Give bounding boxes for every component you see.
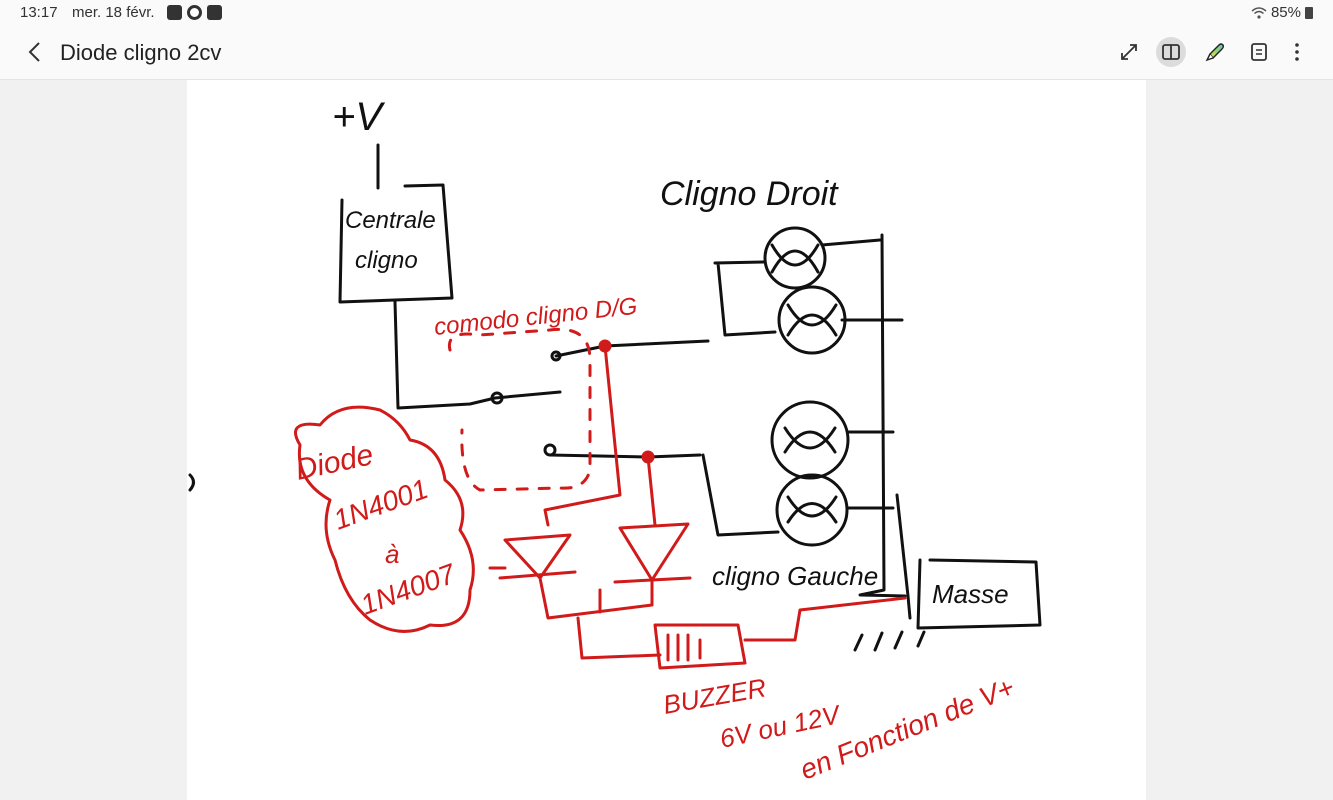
notification-app-icon (167, 5, 182, 20)
status-right: 85% (1251, 4, 1313, 21)
cligno-label: cligno (355, 247, 418, 274)
diode-note-outline (294, 405, 475, 633)
wifi-icon (1251, 7, 1267, 19)
cligno-droit-label: Cligno Droit (660, 175, 839, 213)
notification-gallery-icon (207, 5, 222, 20)
pen-button[interactable] (1200, 37, 1230, 67)
centrale-box (338, 183, 454, 304)
lamp-icon (775, 473, 849, 547)
black-ink (188, 143, 1042, 652)
book-icon (1162, 44, 1180, 60)
diode-symbol (488, 533, 577, 580)
status-date: mer. 18 févr. (72, 4, 155, 21)
note-canvas[interactable] (187, 80, 1146, 800)
chevron-left-icon (28, 42, 40, 62)
status-time: 13:17 (20, 4, 58, 21)
diode-ref-2: 1N4007 (356, 557, 460, 620)
reading-mode-button[interactable] (1156, 37, 1186, 67)
lamp-icon (770, 400, 850, 480)
expand-icon (1121, 44, 1137, 60)
masse-box (916, 558, 1042, 630)
more-options-button[interactable] (1282, 37, 1312, 67)
buzzer-label: BUZZER (661, 672, 769, 720)
diode-label: Diode (293, 438, 377, 487)
notification-record-icon (187, 5, 202, 20)
diode-a-label: à (385, 539, 399, 569)
pen-icon (1205, 43, 1225, 62)
fullscreen-button[interactable] (1114, 37, 1144, 67)
page-view-button[interactable] (1244, 37, 1274, 67)
centrale-label: Centrale (345, 207, 436, 234)
buzzer-box (653, 623, 747, 670)
masse-label: Masse (932, 579, 1009, 609)
red-ink (294, 327, 907, 670)
comodo-label: comodo cligno D/G (433, 293, 639, 341)
diode-symbol (613, 522, 692, 584)
status-bar: 13:17 mer. 18 févr. 85% (0, 0, 1333, 26)
battery-percent: 85% (1270, 4, 1301, 21)
note-title: Diode cligno 2cv (60, 40, 222, 65)
battery-icon (1305, 6, 1313, 19)
back-button[interactable] (22, 38, 48, 66)
black-labels: +V Centrale cligno Cligno Droit cligno G… (332, 95, 1009, 609)
more-vertical-icon (1295, 43, 1299, 61)
lamp-icon (777, 285, 847, 355)
plus-v-label: +V (332, 95, 385, 139)
lamp-icon (763, 226, 827, 290)
red-labels: comodo cligno D/G Diode 1N4001 à 1N4007 … (293, 293, 1019, 786)
notification-icons (167, 5, 222, 20)
document-icon (1251, 43, 1267, 61)
diode-ref-1: 1N4001 (329, 473, 432, 536)
cligno-gauche-label: cligno Gauche (712, 561, 878, 591)
toolbar: Diode cligno 2cv (0, 26, 1333, 80)
